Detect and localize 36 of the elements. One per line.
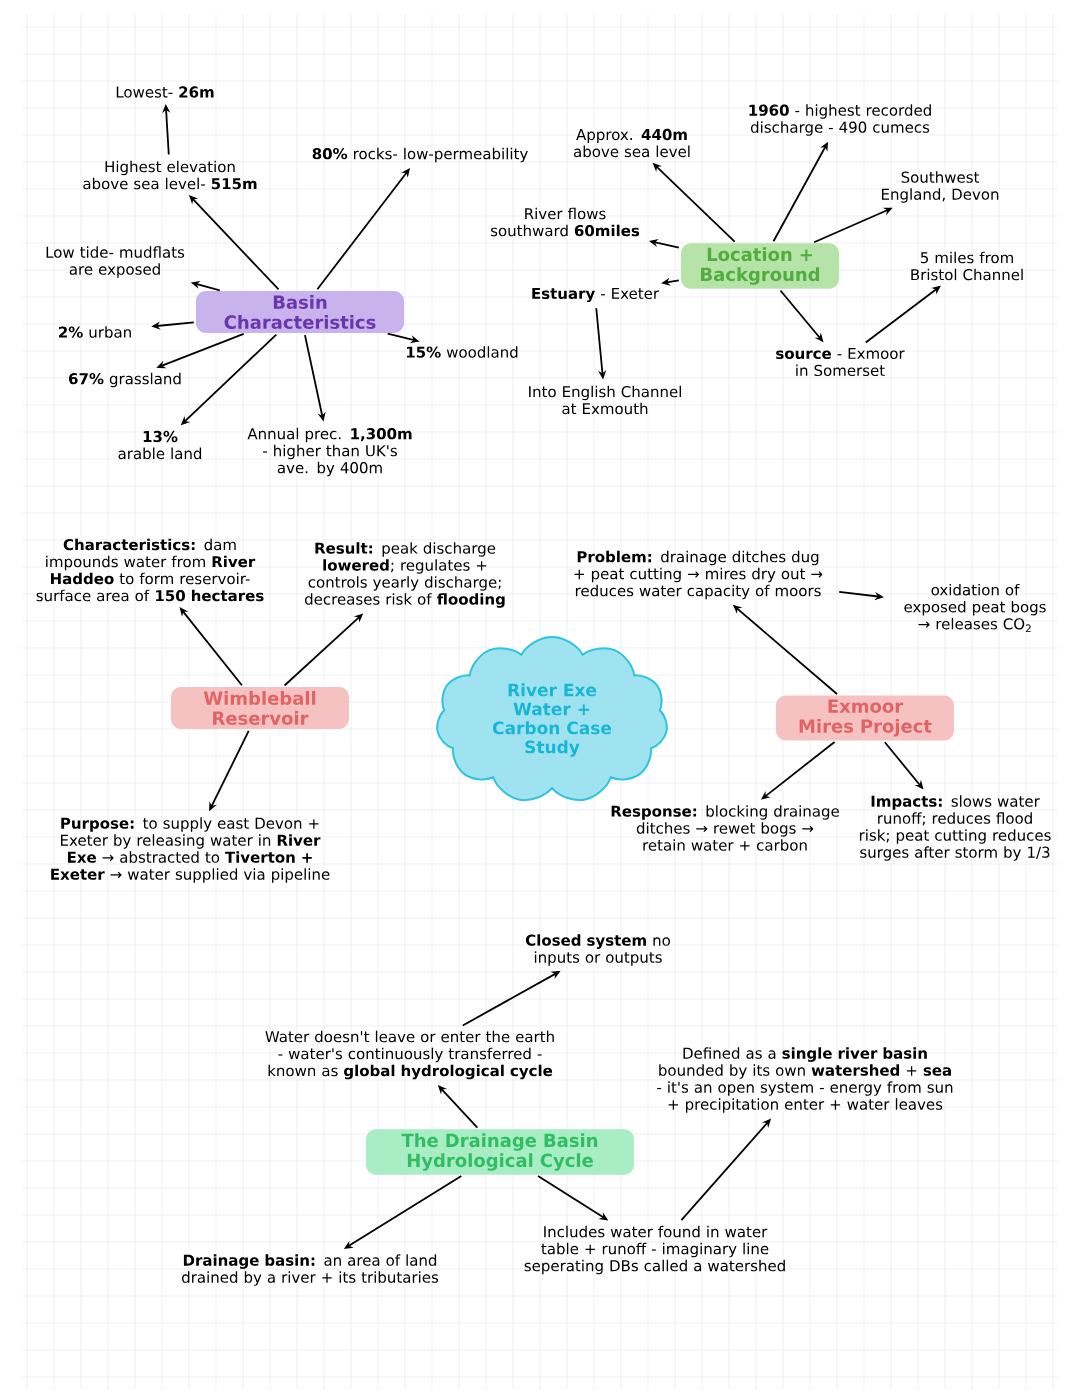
note-text: 15% woodland bbox=[407, 346, 518, 358]
note-text: 80% rocks- low-permeability bbox=[312, 147, 528, 163]
note-text: Approx. 440m above sea level bbox=[573, 128, 690, 158]
title-cloud: River Exe Water + Carbon Case Study bbox=[436, 636, 668, 802]
note-text: Impacts: slows water runoff; reduces flood risk; peat cutting reduces surges after storm by 1/3 bbox=[859, 795, 1051, 861]
arrow bbox=[179, 607, 243, 687]
note-text: 67% grassland bbox=[69, 372, 181, 388]
note-text: 1960 - highest recorded discharge - 490 cumecs bbox=[749, 104, 931, 136]
topic-label: Wimbleball Reservoir bbox=[171, 687, 349, 729]
note-text: Into English Channel at Exmouth bbox=[529, 385, 681, 415]
note-text: Result: peak discharge lowered; regulates + controls yearly discharge; decreases risk of flooding bbox=[305, 542, 505, 608]
note-text: Problem: drainage ditches dug + peat cutting → mires dry out → reduces water capacity of moors bbox=[574, 550, 823, 600]
note-text: 2% urban bbox=[59, 326, 131, 338]
topic-label: Basin Characteristics bbox=[196, 291, 404, 333]
note-text: Estuary - Exeter bbox=[532, 287, 660, 303]
note-text: Drainage basin: an area of land drained by a river + its tributaries bbox=[182, 1254, 439, 1286]
topic-label: Location + Background bbox=[681, 243, 839, 289]
note-text: source - Exmoor in Somerset bbox=[776, 347, 905, 377]
note-text: 13% arable land bbox=[118, 430, 202, 460]
note-text: Lowest- 26m bbox=[116, 86, 214, 98]
note-text: Southwest England, Devon bbox=[882, 171, 999, 203]
note-text: Characteristics: dam impounds water from River Haddeo to form reservoir- surface area of 150 hectares bbox=[36, 538, 264, 602]
note-text: 5 miles from Bristol Channel bbox=[911, 251, 1023, 281]
note-text: Low tide- mudflats are exposed bbox=[46, 246, 185, 278]
note-text: Annual prec. 1,300m - higher than UK's ave. by 400m bbox=[247, 427, 412, 477]
topic-label: Exmoor Mires Project bbox=[776, 695, 954, 741]
note-text: Closed system no inputs or outputs bbox=[525, 934, 670, 966]
note-text: Water doesn't leave or enter the earth - water's continuously transferred - known as global hydrological cycle bbox=[265, 1030, 554, 1080]
topic-label: The Drainage Basin Hydrological Cycle bbox=[366, 1129, 634, 1175]
note-text: oxidation of exposed peat bogs → releases CO$_{2}$ bbox=[904, 583, 1046, 633]
note-text: Highest elevation above sea level- 515m bbox=[83, 160, 257, 190]
note-text: Purpose: to supply east Devon + Exeter by releasing water in River Exe → abstracted to Tiverton + Exeter → water supplied via pipeline bbox=[51, 817, 330, 883]
note-text: River flows southward 60miles bbox=[491, 207, 640, 237]
note-text: Includes water found in water table + runoff - imaginary line seperating DBs called a watershed bbox=[524, 1225, 785, 1275]
note-text: Response: blocking drainage ditches → rewet bogs → retain water + carbon bbox=[611, 805, 839, 851]
note-text: Defined as a single river basin bounded by its own watershed + sea - it's an open system - energy from sun + precipitation enter + water leaves bbox=[657, 1047, 953, 1113]
